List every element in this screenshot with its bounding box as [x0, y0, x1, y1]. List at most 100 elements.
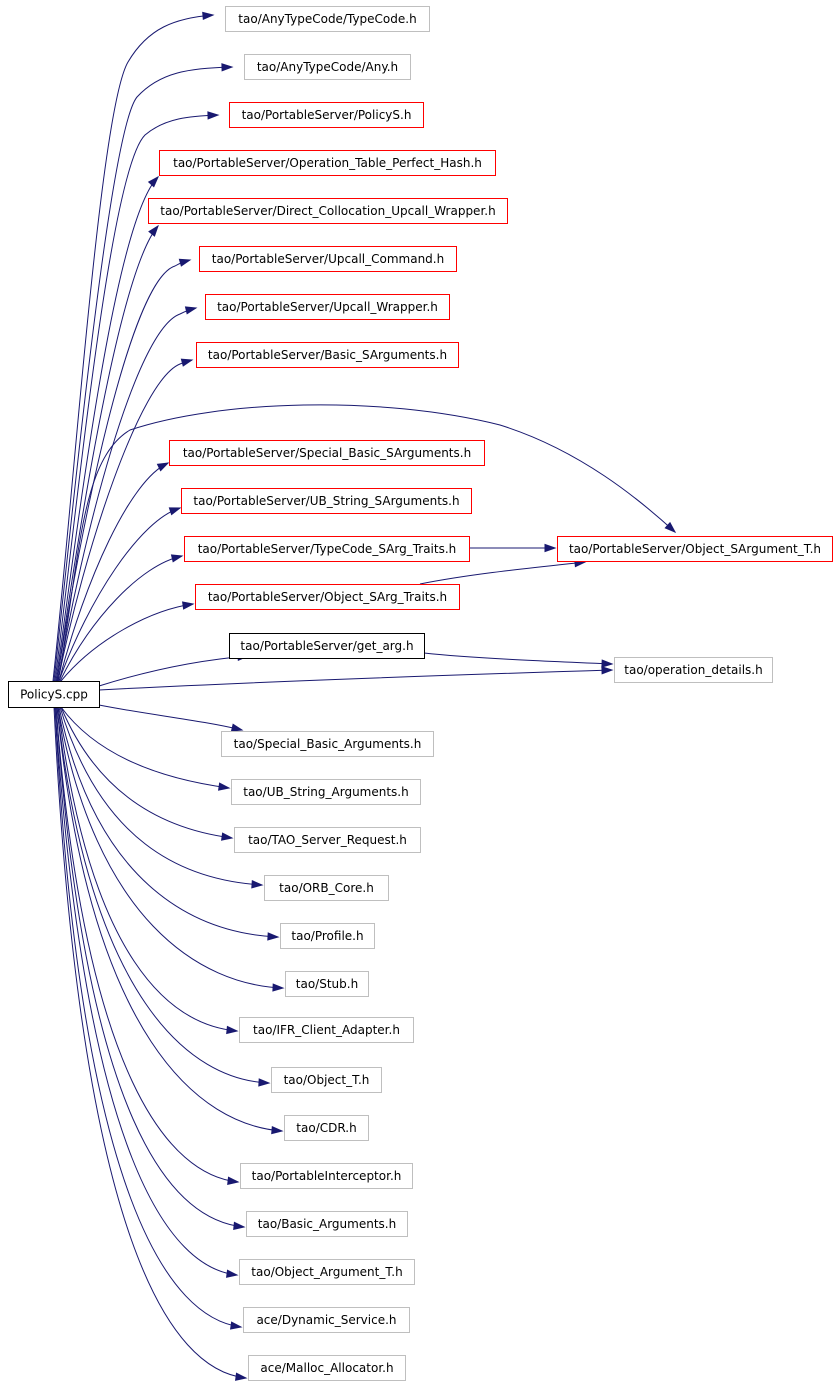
node-tao-portableserver-direct-collocation-upcall-wrapper-h[interactable]: tao/PortableServer/Direct_Collocation_Up…: [148, 198, 508, 224]
arrowhead-tao-ifr-client-adapter-h: [226, 1025, 239, 1035]
node-box: [246, 1211, 408, 1237]
node-label: tao/PortableServer/PolicyS.h: [242, 108, 412, 122]
node-tao-portableserver-upcall-wrapper-h[interactable]: tao/PortableServer/Upcall_Wrapper.h: [205, 294, 450, 320]
node-label: tao/Basic_Arguments.h: [258, 1217, 396, 1231]
node-box: [243, 1307, 410, 1333]
node-box[interactable]: [196, 342, 459, 368]
node-box[interactable]: [229, 102, 424, 128]
edge-policys-cpp-to-tao-portableserver-direct-collocation-upcall-wrapper-h: [56, 225, 159, 682]
arrowhead-tao-special-basic-arguments-h: [230, 723, 244, 732]
arrowhead-tao-portableserver-upcall-wrapper-h: [184, 306, 198, 315]
node-box: [239, 1259, 415, 1285]
arrowhead-tao-cdr-h: [271, 1125, 284, 1135]
arrowhead-tao-anytypecode-typecode-h: [202, 11, 215, 21]
node-tao-portableserver-get-arg-h[interactable]: tao/PortableServer/get_arg.h: [229, 633, 425, 659]
node-label: tao/Stub.h: [296, 977, 358, 991]
node-label: tao/Special_Basic_Arguments.h: [234, 737, 422, 751]
node-tao-portableserver-upcall-command-h[interactable]: tao/PortableServer/Upcall_Command.h: [199, 246, 457, 272]
node-tao-portableserver-ub-string-sarguments-h[interactable]: tao/PortableServer/UB_String_SArguments.…: [181, 488, 472, 514]
node-tao-portableserver-typecode-sarg-traits-h[interactable]: tao/PortableServer/TypeCode_SArg_Traits.…: [184, 536, 470, 562]
edge-policys-cpp-to-tao-stub-h: [57, 706, 284, 989]
node-box: [248, 1355, 406, 1381]
node-label: tao/PortableServer/Object_SArg_Traits.h: [208, 590, 447, 604]
node-box[interactable]: [148, 198, 508, 224]
edge-policys-cpp-to-tao-operation-details-h: [98, 669, 613, 691]
edge-layer: [52, 11, 677, 1381]
arrowhead-tao-portableinterceptor-h: [227, 1176, 240, 1185]
node-label: tao/Object_Argument_T.h: [251, 1265, 402, 1279]
node-tao-object-t-h: tao/Object_T.h: [271, 1067, 382, 1093]
node-box[interactable]: [199, 246, 457, 272]
node-box[interactable]: [229, 633, 425, 659]
arrowhead-tao-stub-h: [272, 983, 285, 992]
arrowhead-tao-portableserver-ub-string-sarguments-h: [168, 507, 182, 516]
node-tao-portableserver-basic-sarguments-h[interactable]: tao/PortableServer/Basic_SArguments.h: [196, 342, 459, 368]
arrowhead-tao-ub-string-arguments-h: [218, 782, 231, 791]
node-tao-portableserver-operation-table-perfect-hash-h[interactable]: tao/PortableServer/Operation_Table_Perfe…: [159, 150, 496, 176]
node-tao-stub-h: tao/Stub.h: [285, 971, 369, 997]
node-tao-portableserver-policys-h[interactable]: tao/PortableServer/PolicyS.h: [229, 102, 424, 128]
arrowhead-tao-object-t-h: [258, 1078, 271, 1087]
arrowhead-tao-portableserver-direct-collocation-upcall-wrapper-h: [148, 224, 159, 237]
node-box: [231, 779, 421, 805]
node-label: tao/PortableServer/Direct_Collocation_Up…: [160, 204, 495, 218]
node-label: tao/PortableServer/Upcall_Command.h: [212, 252, 444, 266]
edge-policys-cpp-to-tao-orb-core-h: [59, 706, 263, 886]
edge-policys-cpp-to-tao-portableserver-object-sargument-t-h: [57, 404, 676, 682]
arrowhead-tao-portableserver-operation-table-perfect-hash-h: [147, 175, 160, 188]
arrowhead-tao-portableserver-basic-sarguments-h: [180, 358, 194, 367]
node-tao-portableserver-special-basic-sarguments-h[interactable]: tao/PortableServer/Special_Basic_SArgume…: [169, 440, 485, 466]
node-label: tao/PortableServer/Object_SArgument_T.h: [569, 542, 821, 556]
node-box[interactable]: [184, 536, 470, 562]
edge-policys-cpp-to-tao-portableserver-typecode-sarg-traits-h: [59, 555, 183, 682]
node-label: tao/UB_String_Arguments.h: [243, 785, 408, 799]
node-tao-tao-server-request-h: tao/TAO_Server_Request.h: [234, 827, 421, 853]
node-label: tao/PortableServer/get_arg.h: [240, 639, 413, 653]
node-label: tao/PortableServer/Special_Basic_SArgume…: [183, 446, 471, 460]
node-label: tao/Object_T.h: [284, 1073, 370, 1087]
edge-policys-cpp-to-tao-portableserver-special-basic-sarguments-h: [58, 462, 169, 682]
edge-tao-portableserver-get-arg-h-to-tao-operation-details-h: [423, 652, 613, 665]
node-label: tao/Profile.h: [291, 929, 363, 943]
arrowhead-tao-portableserver-object-sargument-t-h: [544, 543, 557, 553]
edge-policys-cpp-to-tao-ub-string-arguments-h: [60, 706, 230, 789]
arrowhead-tao-portableserver-object-sargument-t-h: [664, 521, 677, 534]
node-box: [264, 875, 389, 901]
edge-policys-cpp-to-tao-portableserver-get-arg-h: [98, 655, 249, 687]
node-box[interactable]: [557, 536, 833, 562]
edge-policys-cpp-to-tao-portableserver-operation-table-perfect-hash-h: [55, 176, 159, 682]
node-box: [244, 54, 411, 80]
edge-policys-cpp-to-tao-profile-h: [58, 706, 279, 938]
arrowhead-tao-portableserver-special-basic-sarguments-h: [156, 462, 170, 472]
node-layer: PolicyS.cpptao/AnyTypeCode/TypeCode.htao…: [8, 6, 833, 1381]
node-label: tao/IFR_Client_Adapter.h: [253, 1023, 400, 1037]
arrowhead-tao-tao-server-request-h: [221, 832, 234, 841]
node-tao-portableserver-object-sargument-t-h[interactable]: tao/PortableServer/Object_SArgument_T.h: [557, 536, 833, 562]
edge-policys-cpp-to-tao-object-t-h: [56, 706, 270, 1084]
arrowhead-tao-profile-h: [267, 932, 280, 941]
node-box[interactable]: [159, 150, 496, 176]
node-label: tao/ORB_Core.h: [279, 881, 374, 895]
node-tao-cdr-h: tao/CDR.h: [284, 1115, 369, 1141]
arrowhead-tao-operation-details-h: [601, 666, 614, 675]
arrowhead-tao-basic-arguments-h: [233, 1221, 246, 1231]
node-box[interactable]: [205, 294, 450, 320]
node-tao-portableserver-object-sarg-traits-h[interactable]: tao/PortableServer/Object_SArg_Traits.h: [195, 584, 460, 610]
node-box[interactable]: [169, 440, 485, 466]
node-label: tao/PortableServer/UB_String_SArguments.…: [193, 494, 459, 508]
node-label: tao/PortableServer/Operation_Table_Perfe…: [173, 156, 482, 170]
edge-policys-cpp-to-tao-cdr-h: [56, 706, 283, 1132]
edge-policys-cpp-to-tao-ifr-client-adapter-h: [57, 706, 238, 1032]
edge-tao-portableserver-object-sarg-traits-h-to-tao-portableserver-object-sargument-t-h: [419, 561, 586, 585]
node-tao-object-argument-t-h: tao/Object_Argument_T.h: [239, 1259, 415, 1285]
arrowhead-tao-operation-details-h: [601, 659, 614, 668]
node-box[interactable]: [181, 488, 472, 514]
arrowhead-tao-anytypecode-any-h: [221, 63, 234, 72]
node-label: tao/AnyTypeCode/TypeCode.h: [238, 12, 416, 26]
node-label: tao/CDR.h: [296, 1121, 356, 1135]
edge-policys-cpp-to-ace-dynamic-service-h: [54, 706, 242, 1328]
node-tao-portableinterceptor-h: tao/PortableInterceptor.h: [240, 1163, 413, 1189]
node-box[interactable]: [195, 584, 460, 610]
node-tao-profile-h: tao/Profile.h: [280, 923, 375, 949]
node-label: tao/PortableInterceptor.h: [252, 1169, 402, 1183]
